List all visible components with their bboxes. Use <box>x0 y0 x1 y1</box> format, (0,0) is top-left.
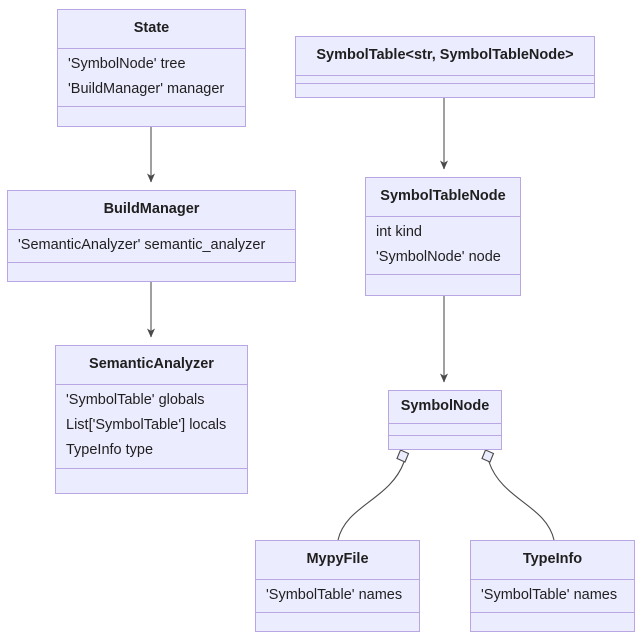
class-node-mypyfile[interactable]: MypyFile 'SymbolTable' names <box>255 540 420 632</box>
edge-symbolnode-to-mypyfile <box>337 449 410 541</box>
class-attributes: 'SemanticAnalyzer' semantic_analyzer <box>8 230 295 264</box>
class-methods <box>58 107 245 126</box>
class-attribute: 'SymbolNode' tree <box>68 55 186 72</box>
class-title: BuildManager <box>8 191 295 230</box>
class-attribute: List['SymbolTable'] locals <box>66 417 227 434</box>
class-methods <box>8 263 295 281</box>
class-attributes <box>296 76 594 84</box>
class-methods <box>366 275 520 295</box>
class-attributes: 'SymbolNode' tree 'BuildManager' manager <box>58 49 245 108</box>
class-attribute: 'SymbolTable' names <box>481 586 618 603</box>
class-attribute: 'SymbolTable' names <box>266 586 403 603</box>
edge-symbolnode-to-typeinfo <box>481 449 555 541</box>
class-attribute: 'SymbolNode' node <box>376 249 501 266</box>
class-methods <box>256 613 419 631</box>
class-node-semanticanalyzer[interactable]: SemanticAnalyzer 'SymbolTable' globals L… <box>55 345 248 494</box>
class-attribute: 'SemanticAnalyzer' semantic_analyzer <box>18 236 266 253</box>
class-attribute: 'BuildManager' manager <box>68 81 225 98</box>
class-title: SymbolNode <box>389 391 501 424</box>
class-node-buildmanager[interactable]: BuildManager 'SemanticAnalyzer' semantic… <box>7 190 296 282</box>
class-methods <box>296 84 594 97</box>
class-title: SymbolTableNode <box>366 178 520 217</box>
class-methods <box>471 613 634 631</box>
class-methods <box>56 469 247 493</box>
class-node-symbolnode[interactable]: SymbolNode <box>388 390 502 450</box>
class-title: State <box>58 10 245 49</box>
class-attributes: 'SymbolTable' names <box>471 580 634 614</box>
class-attribute: TypeInfo type <box>66 442 154 459</box>
class-title: SymbolTable<str, SymbolTableNode> <box>296 37 594 76</box>
class-attribute: int kind <box>376 223 422 240</box>
class-node-typeinfo[interactable]: TypeInfo 'SymbolTable' names <box>470 540 635 632</box>
class-node-symboltablenode[interactable]: SymbolTableNode int kind 'SymbolNode' no… <box>365 177 521 296</box>
class-attributes: 'SymbolTable' names <box>256 580 419 614</box>
class-node-state[interactable]: State 'SymbolNode' tree 'BuildManager' m… <box>57 9 246 127</box>
class-attributes: 'SymbolTable' globals List['SymbolTable'… <box>56 385 247 469</box>
class-title: TypeInfo <box>471 541 634 580</box>
class-title: SemanticAnalyzer <box>56 346 247 385</box>
class-title: MypyFile <box>256 541 419 580</box>
class-attributes: int kind 'SymbolNode' node <box>366 217 520 276</box>
class-attributes <box>389 424 501 436</box>
class-node-symboltable[interactable]: SymbolTable<str, SymbolTableNode> <box>295 36 595 98</box>
class-methods <box>389 436 501 449</box>
class-attribute: 'SymbolTable' globals <box>66 391 205 408</box>
